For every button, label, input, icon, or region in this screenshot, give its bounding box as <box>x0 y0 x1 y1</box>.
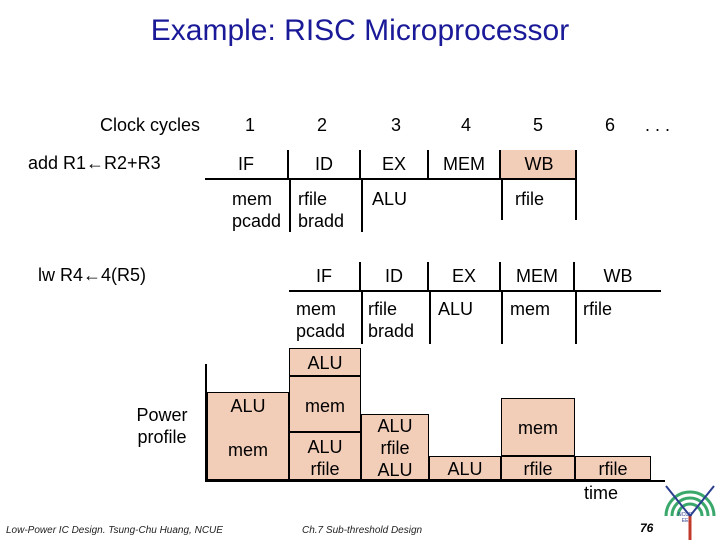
instr2-label: lw R4←4(R5) <box>38 265 147 285</box>
instr2-resource-wb: rfile <box>583 299 613 319</box>
clock-number-1: 1 <box>244 115 255 135</box>
instr1-divider-if <box>289 180 291 232</box>
footer-course: Low-Power IC Design. Tsung-Chu Huang, NC… <box>6 525 223 536</box>
instr1-divider-mem <box>501 180 503 220</box>
clock-number-2: 2 <box>316 115 327 135</box>
clock-number-4: 4 <box>460 115 471 135</box>
power-block-cycle6: rfile <box>575 456 651 480</box>
instr1-resource-ex: ALU <box>372 189 408 209</box>
instr1-stage-wb: WB <box>501 150 577 178</box>
instr1-label: add R1←R2+R3 <box>28 153 161 173</box>
instr1-divider-wb <box>575 150 577 220</box>
power-block-cycle2-alu: ALU <box>289 348 361 376</box>
instr1-stage-id: ID <box>289 150 361 178</box>
power-block-cycle2-rfile: ALU rfile <box>289 432 361 480</box>
instr2-resource-id: rfile bradd <box>368 299 415 341</box>
instr1-stage-mem: MEM <box>429 150 501 178</box>
instr2-stage-wb: WB <box>603 266 633 286</box>
instr1-resource-id: rfile bradd <box>298 189 345 231</box>
instr1-resource-if: mem pcadd <box>232 189 282 231</box>
slide-title: Example: RISC Microprocessor <box>150 14 570 47</box>
instr2-stage-mem: MEM <box>501 262 575 290</box>
instr2-stage-if: IF <box>289 262 361 290</box>
footer-chapter: Ch.7 Sub-threshold Design <box>302 525 423 536</box>
page-number: 76 <box>640 521 654 535</box>
power-block-cycle2-mem: mem <box>289 376 361 432</box>
instr2-stage-id: ID <box>361 262 429 290</box>
ncue-logo: NCUE EE <box>660 472 720 540</box>
instr1-divider-id <box>361 180 363 232</box>
power-block-cycle5-mem: mem <box>501 398 575 456</box>
clock-number-6: 6 <box>604 115 615 135</box>
clock-number-5: 5 <box>532 115 543 135</box>
instr2-divider-if <box>361 292 363 344</box>
instr2-resource-if: mem pcadd <box>296 299 346 341</box>
instr2-divider-ex <box>501 292 503 344</box>
instr2-resource-ex: ALU <box>438 299 474 319</box>
power-block-cycle5-rfile: rfile <box>501 456 575 480</box>
logo-text: NCUE EE <box>678 512 693 524</box>
instr1-resource-wb: rfile <box>515 189 545 209</box>
instr1-stage-if: IF <box>205 150 289 178</box>
instr2-resource-mem: mem <box>510 299 550 319</box>
power-profile-label: Power profile <box>136 405 188 447</box>
time-axis-label: time <box>584 483 619 503</box>
clock-number-3: 3 <box>390 115 401 135</box>
power-x-axis <box>205 480 665 482</box>
instr2-divider-id <box>429 292 431 344</box>
clock-ellipsis: . . . <box>645 115 671 135</box>
power-block-cycle3: ALU rfile ALU <box>361 414 429 480</box>
instr1-baseline <box>205 178 577 180</box>
instr2-baseline <box>289 290 661 292</box>
instr1-stage-ex: EX <box>361 150 429 178</box>
power-y-axis <box>205 364 207 482</box>
power-block-cycle1: ALU mem <box>207 392 289 480</box>
power-block-cycle4: ALU <box>429 456 501 480</box>
logo-emblem-icon <box>664 485 716 540</box>
instr2-stage-ex: EX <box>429 262 501 290</box>
clock-cycles-label: Clock cycles <box>100 115 201 135</box>
instr2-divider-mem <box>575 292 577 344</box>
